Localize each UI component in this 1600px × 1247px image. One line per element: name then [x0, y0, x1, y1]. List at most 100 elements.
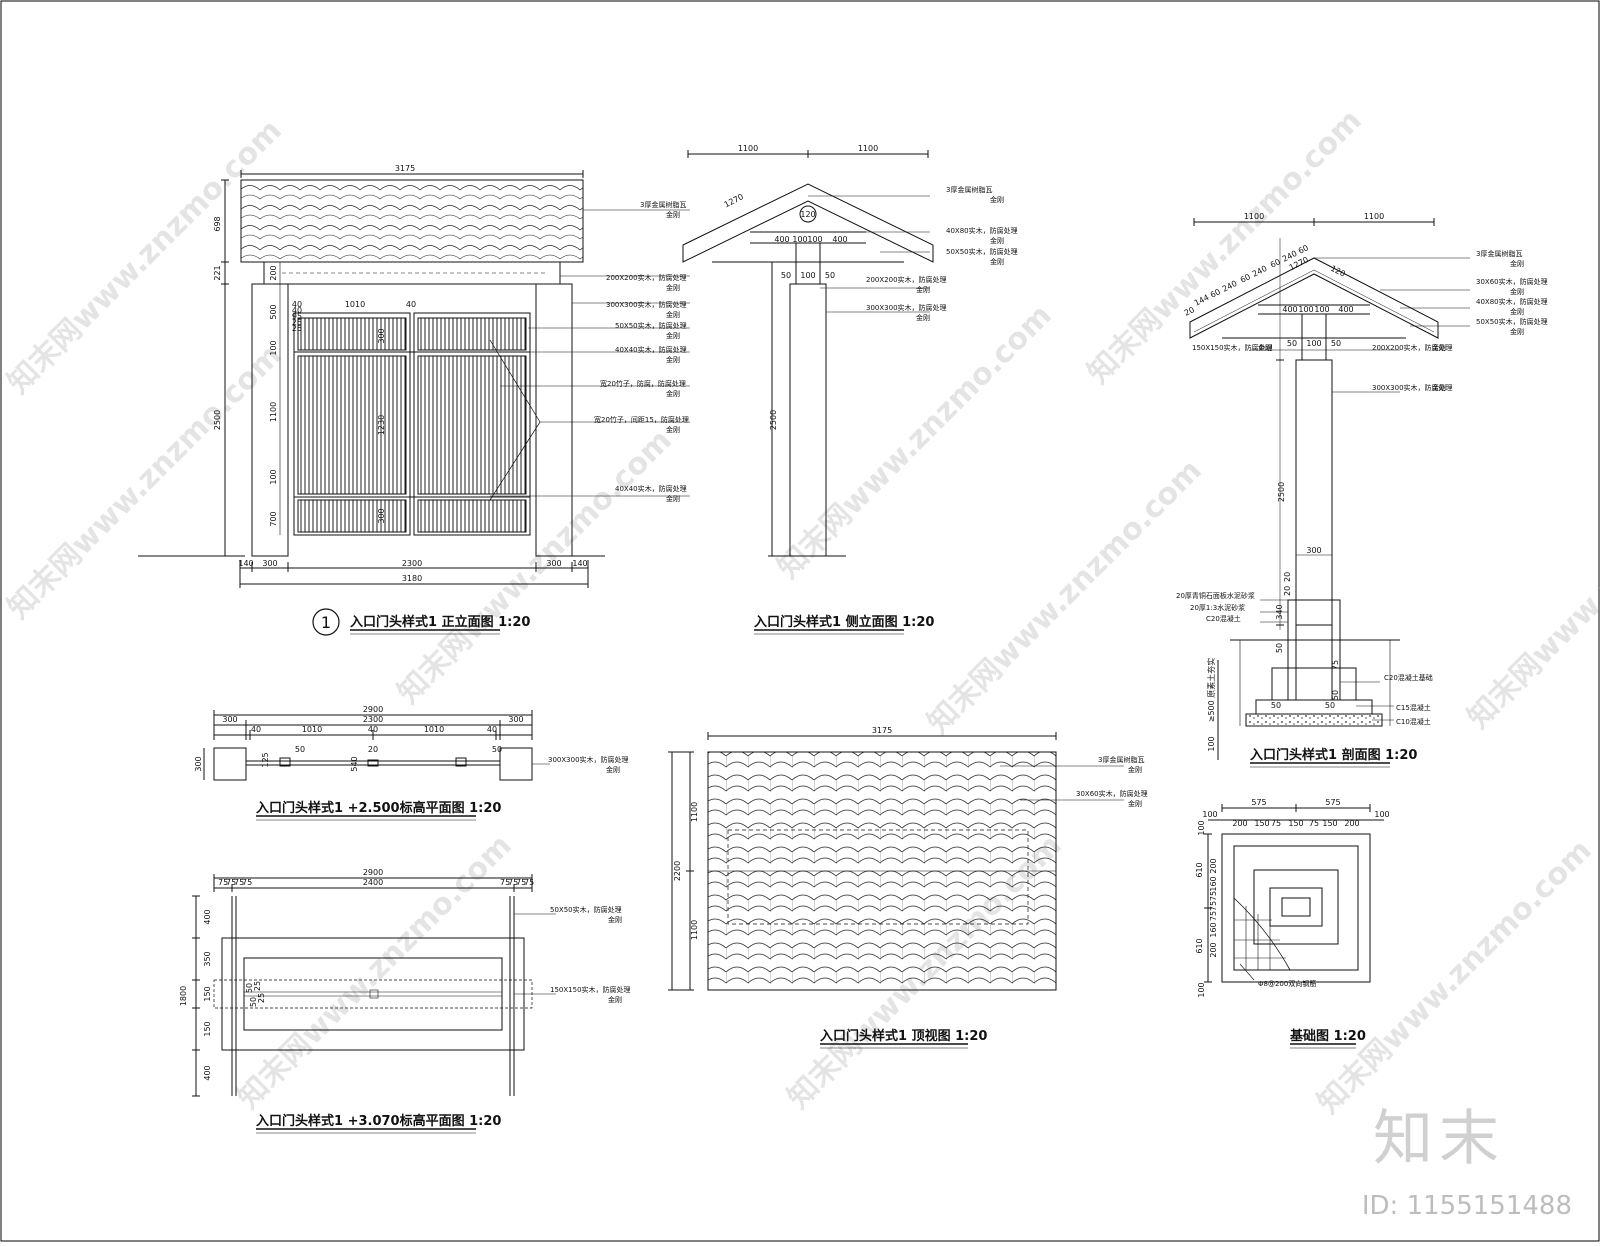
plan-post-left — [213, 747, 247, 781]
dim-label: 2500 — [213, 410, 222, 430]
dim-label: 40 — [292, 300, 302, 309]
dim-label: 150 — [1254, 819, 1269, 828]
dim-label: 350 — [203, 951, 212, 966]
dim-label: 300 — [194, 756, 203, 771]
dim-label: 75 — [508, 878, 518, 887]
dim-label: 60 — [1209, 287, 1222, 300]
note: 300X300实木，防腐处理 — [606, 300, 687, 309]
note: 金刚 — [1432, 343, 1446, 352]
left-post — [251, 283, 289, 557]
dim-label: 200 — [1232, 819, 1247, 828]
dim-label: 100 — [1197, 982, 1206, 997]
dim-label: 240 — [1221, 279, 1239, 294]
dim-label: 1270 — [723, 192, 745, 209]
section-view-text: 1100 1100 1270 20 144 60 240 60 240 60 2… — [1176, 212, 1548, 768]
title-section: 入口门头样式1 剖面图 1:20 — [1250, 747, 1417, 763]
dim-label: 540 — [350, 756, 359, 771]
dim-label: 3175 — [872, 726, 892, 735]
dim-label: 1010 — [302, 725, 322, 734]
dim-label: 200 — [269, 265, 278, 280]
dim-label: 1230 — [377, 415, 386, 435]
dim-label: 1010 — [424, 725, 444, 734]
dim-label: 300 — [1306, 546, 1321, 555]
dim-label: 25 — [253, 981, 262, 991]
side-roof — [682, 183, 934, 263]
dim-label: 75 — [516, 878, 526, 887]
note: 金刚 — [666, 389, 680, 398]
note: 3厚金属树脂瓦 — [640, 200, 686, 209]
dim-label: 50 — [1275, 643, 1284, 653]
note: 金刚 — [666, 494, 680, 503]
dim-label: 100 — [269, 340, 278, 355]
note: 金刚 — [666, 283, 680, 292]
note: 20厚1:3水泥砂浆 — [1190, 603, 1245, 612]
side-elevation — [682, 150, 934, 557]
side-elevation-text: 1100 1100 1270 120 400 100 100 400 50 10… — [723, 144, 1018, 635]
title-plan-2500: 入口门头样式1 +2.500标高平面图 1:20 — [256, 800, 501, 816]
dim-label: 100 — [792, 235, 807, 244]
dim-label: 75 — [226, 878, 236, 887]
dim-label: 100 — [269, 469, 278, 484]
dim-label: 200 — [1209, 942, 1218, 957]
note: 金刚 — [1432, 383, 1446, 392]
dim-label: 1800 — [179, 986, 188, 1006]
dim-label: 150 — [1322, 819, 1337, 828]
note: 金刚 — [990, 236, 1004, 245]
dim-label: 100 — [1314, 305, 1329, 314]
note: 金刚 — [916, 313, 930, 322]
title-side-elevation: 入口门头样式1 侧立面图 1:20 — [754, 614, 934, 630]
dim-label: 50 — [492, 745, 502, 754]
dim-label: 100 — [1298, 305, 1313, 314]
front-elevation — [138, 170, 690, 588]
drawing-number: 1 — [321, 613, 331, 632]
plan-2500-text: 2900 300 2300 300 40 1010 40 1010 40 300… — [194, 705, 629, 821]
dim-label: 610 — [1195, 862, 1204, 877]
dim-label: 2300 — [363, 715, 383, 724]
dim-label: 200 — [1344, 819, 1359, 828]
dim-label: 1100 — [738, 144, 758, 153]
dim-label: 300 — [377, 328, 386, 343]
dim-label: 50 — [295, 745, 305, 754]
dim-label: 60 — [1297, 243, 1310, 256]
note: 300X300实木，防腐处理 — [866, 303, 947, 312]
dim-label: 75 — [1209, 891, 1218, 901]
note: 金刚 — [916, 285, 930, 294]
dim-label: 75 — [1309, 819, 1319, 828]
left-door-leaf — [293, 312, 411, 536]
note: 150X150实木，防腐处理 — [1192, 343, 1273, 352]
dim-label: 60 — [1239, 272, 1252, 285]
dim-label: 200 — [1209, 858, 1218, 873]
dim-label: 60 — [1269, 257, 1282, 270]
dim-label: 150 — [1288, 819, 1303, 828]
dim-label: 2300 — [402, 559, 422, 568]
dim-label: 300 — [546, 559, 561, 568]
dim-label: 400 — [203, 909, 212, 924]
brand-id: ID: 1155151488 — [1361, 1191, 1572, 1221]
note: 金刚 — [1128, 765, 1142, 774]
dim-label: 400 — [832, 235, 847, 244]
title-front-elevation: 入口门头样式1 正立面图 1:20 — [350, 614, 530, 630]
dim-label: 300 — [262, 559, 277, 568]
dim-label: 75 — [1271, 819, 1281, 828]
plan-2500 — [203, 710, 550, 781]
dim-label: 150 — [203, 1021, 212, 1036]
dim-label: 120 — [1329, 264, 1347, 279]
note: C10混凝土 — [1396, 717, 1431, 726]
dim-label: 40 — [406, 300, 416, 309]
dim-label: 120 — [800, 210, 815, 219]
note: 金刚 — [608, 995, 622, 1004]
dim-label: 40 — [368, 725, 378, 734]
dim-label: 40 — [251, 725, 261, 734]
dim-label: 100 — [1207, 736, 1216, 751]
roof-plan-text: 3175 1100 1100 2200 3厚金属树脂瓦 金刚 30X60实木，防… — [673, 726, 1148, 1049]
dim-label: 240 — [1251, 264, 1269, 279]
dim-label: 1100 — [858, 144, 878, 153]
dim-label: 25 — [292, 324, 302, 333]
note: 金刚 — [1510, 287, 1524, 296]
dim-label: 100 — [800, 271, 815, 280]
dim-label: 50 — [1331, 339, 1341, 348]
dim-label: 50 — [245, 983, 254, 993]
dim-label: 100 — [807, 235, 822, 244]
note: 40X40实木，防腐处理 — [615, 345, 687, 354]
gravel-bed — [1245, 713, 1383, 727]
